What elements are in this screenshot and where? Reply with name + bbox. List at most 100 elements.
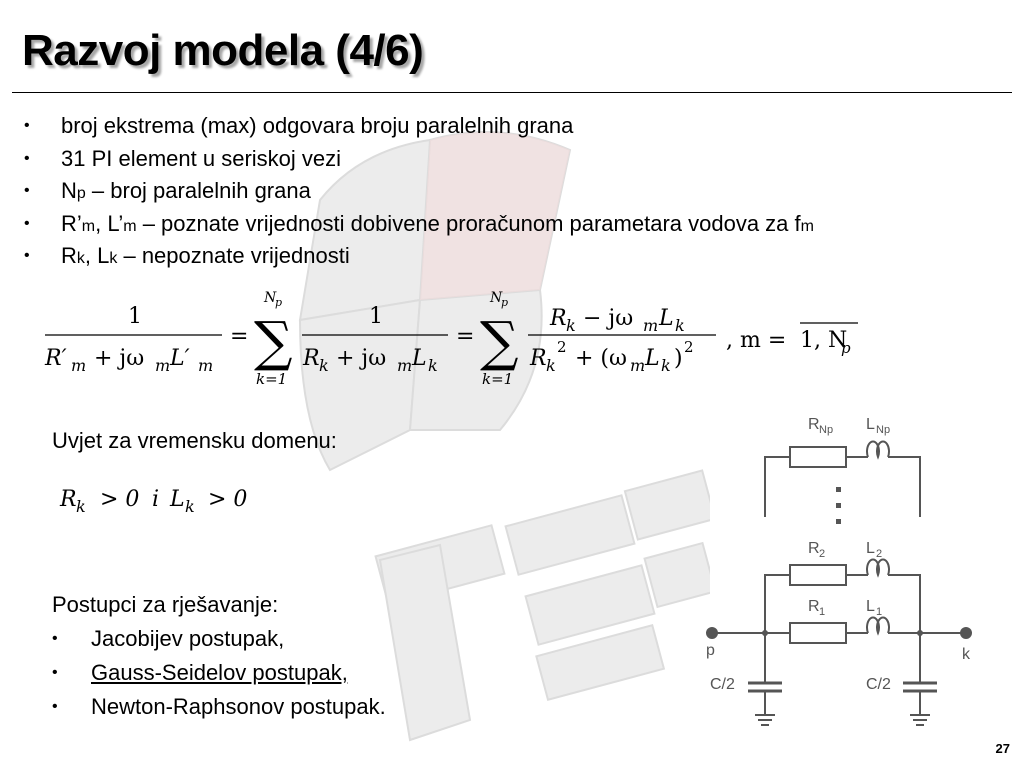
den1-l-sub: m xyxy=(198,356,213,375)
subscript: m xyxy=(123,217,137,235)
label-node-p: p xyxy=(706,642,715,659)
methods-label: Postupci za rješavanje: xyxy=(52,592,279,617)
bullet-item: •Np – broj paralelnih grana xyxy=(24,177,814,210)
sum1-upper: N xyxy=(263,290,277,306)
bullet-dot: • xyxy=(52,664,58,681)
den1-r-sub: m xyxy=(71,356,86,375)
bullet-dot: • xyxy=(24,149,30,167)
numerator-one: 1 xyxy=(369,304,383,329)
bullet-dot: • xyxy=(24,247,30,264)
admittance-equation: 1 R′ m + jω m L′ m = N p ∑ k=1 1 R k + j… xyxy=(44,290,858,388)
bullet-dot: • xyxy=(52,630,58,647)
bullet-text: – poznate vrijednosti dobivene proračuno… xyxy=(136,210,801,236)
cond-l: L xyxy=(169,487,185,512)
den1-l: L′ xyxy=(169,346,190,371)
range-sub: p xyxy=(841,339,851,357)
page-number: 27 xyxy=(995,741,1010,756)
methods-list: •Jacobijev postupak, • Gauss-Seidelov pos… xyxy=(52,625,386,727)
wire xyxy=(764,456,790,517)
label-r2-sub: 2 xyxy=(819,548,825,560)
sum2-sigma: ∑ xyxy=(480,310,519,373)
bullet-list: • broj ekstrema (max) odgovara broju para… xyxy=(24,112,814,275)
den2-r-sub: k xyxy=(319,356,329,375)
method-item: •Newton-Raphsonov postupak. xyxy=(52,693,386,727)
sum2-upper: N xyxy=(489,290,503,306)
den3-square2: 2 xyxy=(684,338,694,356)
wire xyxy=(764,574,790,633)
capacitor-right xyxy=(903,681,937,693)
subscript: k xyxy=(76,250,85,267)
ellipsis-dot xyxy=(836,519,841,524)
bullet-text: – broj paralelnih grana xyxy=(85,178,311,203)
den3-r-sub: k xyxy=(546,356,556,375)
bullet-item: • Rk, Lk – nepoznate vrijednosti xyxy=(24,242,814,275)
sum1-upper-sub: p xyxy=(275,296,282,309)
label-l1-sub: 1 xyxy=(876,606,882,618)
slide-title: Razvoj modela (4/6) xyxy=(22,26,424,75)
den3-close: ) xyxy=(674,346,683,371)
resistor-rnp xyxy=(789,446,847,468)
range-m: , m = xyxy=(726,328,786,353)
label-r1-sub: 1 xyxy=(819,606,825,618)
ellipsis-dot xyxy=(836,487,841,492)
bullet-dot: • xyxy=(24,214,30,232)
den3-l-sub: k xyxy=(661,356,671,375)
resistor-r2 xyxy=(789,564,847,586)
ellipsis-dot xyxy=(836,503,841,508)
method-link[interactable]: Gauss-Seidelov postupak, xyxy=(91,660,348,685)
bullet-text: – nepoznate vrijednosti xyxy=(117,243,350,268)
wire xyxy=(888,574,921,633)
cond-r: R xyxy=(59,487,77,512)
equals-sign: = xyxy=(230,324,248,349)
cond-r-sub: k xyxy=(76,497,86,516)
den3-square: 2 xyxy=(557,338,567,356)
den3-paren: + (ω xyxy=(575,346,627,371)
method-item: • Gauss-Seidelov postupak, xyxy=(52,659,386,693)
sum2-upper-sub: p xyxy=(501,296,508,309)
subscript: m xyxy=(800,217,814,235)
label-r1: R xyxy=(808,598,820,615)
inductor-lnp xyxy=(866,440,890,460)
num3-w-sub: m xyxy=(643,316,658,335)
capacitor-left xyxy=(748,681,782,693)
junction xyxy=(917,630,923,636)
numerator-one: 1 xyxy=(128,304,142,329)
label-cap-left: C/2 xyxy=(710,676,735,693)
num3-r-sub: k xyxy=(566,316,576,335)
inductor-l1 xyxy=(866,616,890,636)
title-divider xyxy=(12,92,1012,93)
range-value: 1, N xyxy=(800,328,847,353)
bullet-text: broj ekstrema (max) odgovara broju paral… xyxy=(61,113,574,138)
equals-sign: = xyxy=(456,324,474,349)
wire xyxy=(888,456,921,517)
ground-left xyxy=(755,691,775,726)
den2-r: R xyxy=(302,346,320,371)
node-k-terminal xyxy=(960,627,972,639)
label-rnp-sub: Np xyxy=(819,424,833,436)
pi-circuit-diagram: R Np L Np R 2 L 2 R 1 L 1 p k C/2 C/2 xyxy=(706,416,972,726)
bullet-item: •31 PI element u seriskoj vezi xyxy=(24,145,814,178)
resistor-r1 xyxy=(789,622,847,644)
den2-jw: + jω xyxy=(336,346,386,371)
label-node-k: k xyxy=(962,646,971,663)
den1-w-sub: m xyxy=(155,356,170,375)
bullet-dot: • xyxy=(52,698,58,715)
subscript: k xyxy=(109,250,118,267)
method-item: •Jacobijev postupak, xyxy=(52,625,386,659)
condition-formula: R k > 0 i L k > 0 xyxy=(59,487,247,516)
junction xyxy=(762,630,768,636)
label-l1: L xyxy=(866,598,875,615)
node-p-terminal xyxy=(706,627,718,639)
ground-right xyxy=(910,691,930,726)
den2-l: L xyxy=(411,346,427,371)
bullet-dot: • xyxy=(24,182,30,199)
subscript: m xyxy=(81,217,96,235)
cond-l-sub: k xyxy=(185,497,195,516)
sum1-lower: k=1 xyxy=(256,370,287,388)
label-rnp: R xyxy=(808,416,820,433)
bullet-text: R xyxy=(61,243,77,268)
bullet-dot: • xyxy=(24,117,30,134)
bullet-text: , L xyxy=(84,243,110,268)
subscript: p xyxy=(76,185,86,202)
label-cap-right: C/2 xyxy=(866,676,891,693)
